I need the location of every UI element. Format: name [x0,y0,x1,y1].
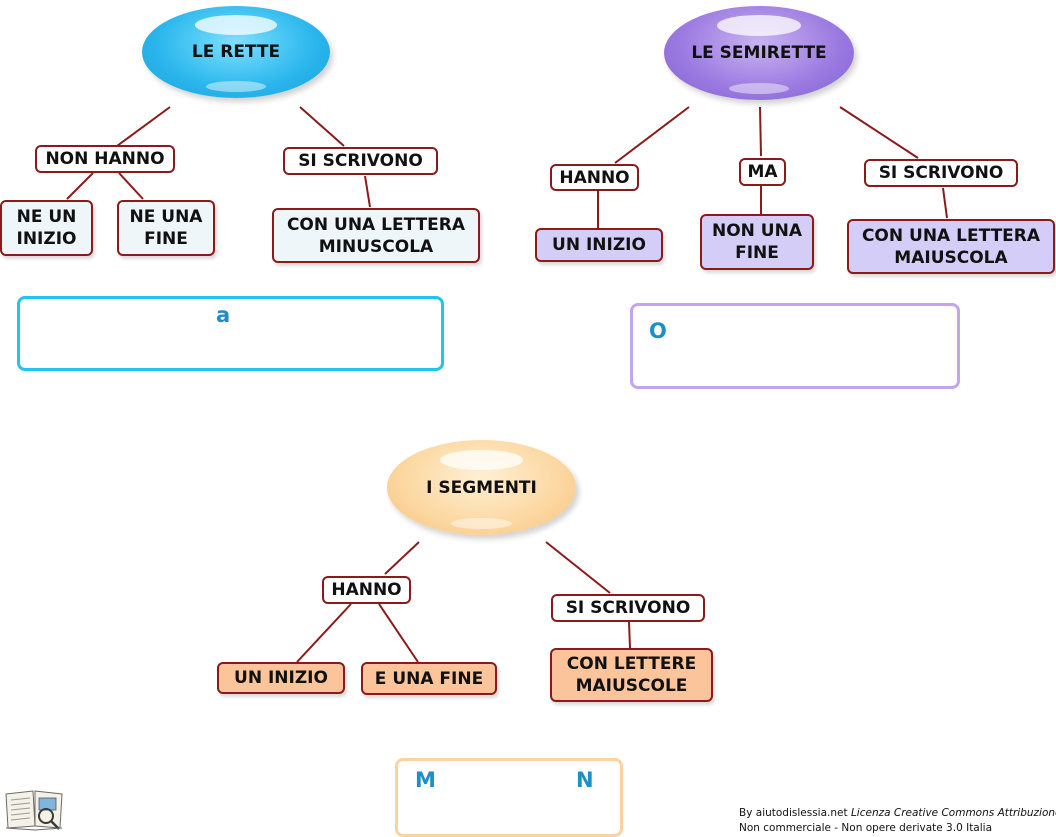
connector [942,187,948,219]
semirette-example-label: O [649,319,667,343]
semirette-example-panel [630,303,960,389]
rette-non-hanno-tag: NON HANNO [35,145,175,173]
connector [628,621,631,649]
credit-line-2: Non commerciale - Non opere derivate 3.0… [739,822,993,834]
semirette-title-node: LE SEMIRETTE [664,6,854,100]
segmenti-example-label-start: M [415,768,436,792]
connector [384,541,420,575]
rette-example-panel [17,296,444,371]
segmenti-hanno-tag: HANNO [322,576,411,604]
semirette-title: LE SEMIRETTE [691,43,827,63]
connector [66,172,94,200]
rette-title-node: LE RETTE [142,6,330,98]
connector [364,175,371,208]
connector [299,106,345,147]
rette-si-scrivono-tag: SI SCRIVONO [283,147,438,175]
segmenti-example-panel [395,758,623,837]
rette-example-label: a [216,303,231,327]
credit-prefix: By aiutodislessia.net [739,807,851,819]
connector [116,106,171,147]
segmenti-uppercase-box: CON LETTERE MAIUSCOLE [550,648,713,702]
semirette-uppercase-box: CON UNA LETTERA MAIUSCOLA [847,219,1055,274]
segmenti-end-box: E UNA FINE [361,662,497,695]
license-credit: By aiutodislessia.net Licenza Creative C… [739,806,1056,836]
semirette-no-end-box: NON UNA FINE [700,214,814,270]
segmenti-start-box: UN INIZIO [217,662,345,694]
rette-lowercase-box: CON UNA LETTERA MINUSCOLA [272,208,480,263]
segmenti-title-node: I SEGMENTI [387,440,576,535]
rette-title: LE RETTE [191,42,281,62]
connector [545,541,611,594]
connector [614,106,690,164]
segmenti-si-scrivono-tag: SI SCRIVONO [551,594,705,622]
segmenti-title: I SEGMENTI [426,477,537,498]
connector [296,603,352,663]
semirette-ma-tag: MA [739,158,786,186]
credit-license: Licenza Creative Commons Attribuzione [850,807,1056,819]
connector [118,172,144,200]
semirette-si-scrivono-tag: SI SCRIVONO [864,159,1018,187]
semirette-start-box: UN INIZIO [535,228,663,262]
connector [378,603,419,663]
semirette-hanno-tag: HANNO [550,164,639,191]
segmenti-example-label-end: N [576,768,594,792]
credit-line-1: By aiutodislessia.net Licenza Creative C… [739,806,1056,821]
book-logo-icon [5,790,63,831]
rette-no-start-box: NE UN INIZIO [0,200,93,256]
rette-no-end-box: NE UNA FINE [117,200,215,256]
connector [759,106,762,157]
connector [839,106,919,159]
